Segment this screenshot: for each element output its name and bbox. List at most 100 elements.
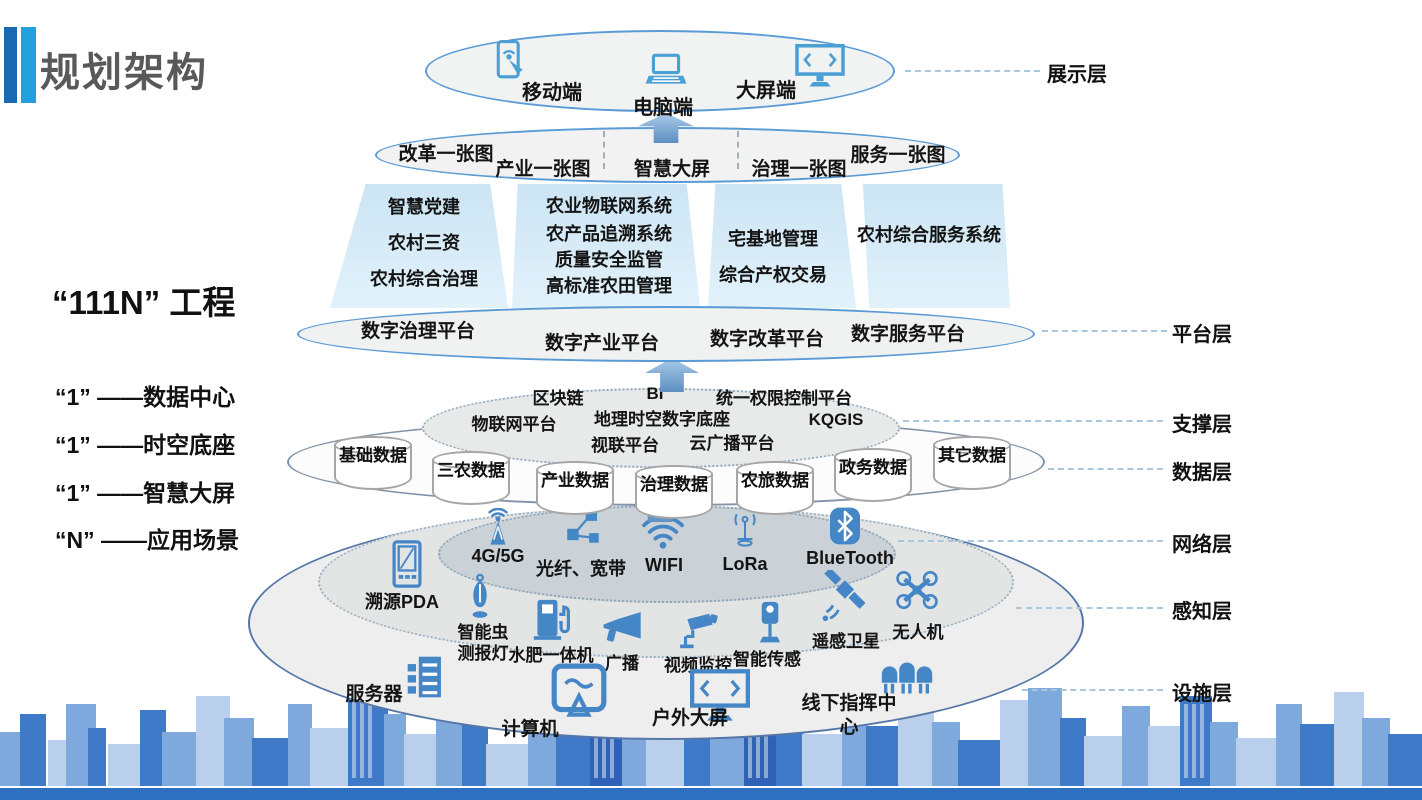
leader-perception (1016, 607, 1163, 609)
leader-support (903, 420, 1163, 422)
data-cylinder: 其它数据 (933, 436, 1013, 492)
loudspeaker-icon (603, 612, 641, 642)
platform-item: 数字产业平台 (544, 333, 660, 354)
large-screen-icon (795, 44, 845, 87)
support-item-cloud-broadcast: 云广播平台 (689, 434, 775, 453)
smart-sensor-icon (759, 601, 781, 643)
data-cylinder: 基础数据 (334, 436, 414, 492)
layer-label-support: 支撑层 (1172, 414, 1232, 436)
layer-label-platform: 平台层 (1172, 324, 1232, 346)
app-item: 农村三资 (388, 233, 460, 253)
page-title: 规划架构 (40, 51, 208, 95)
support-item-permission-platform: 统一权限控制平台 (716, 389, 852, 408)
platform-item: 数字治理平台 (360, 321, 476, 342)
perception-item-label: 智能传感 (733, 650, 801, 669)
platform-item: 数字改革平台 (709, 329, 825, 350)
app-item: 农村综合治理 (370, 269, 478, 289)
app-item: 智慧党建 (388, 197, 460, 217)
map-item: 服务一张图 (850, 145, 946, 166)
leader-display (905, 70, 1040, 72)
data-cylinder: 农旅数据 (736, 461, 816, 517)
app-item: 综合产权交易 (719, 265, 827, 285)
leader-network (898, 540, 1163, 542)
network-item-label: 光纤、宽带 (536, 559, 626, 579)
project-item-spatiotemporal-base: “1” ——时空底座 (55, 432, 236, 458)
platform-layer-ellipse (297, 306, 1035, 362)
perception-item-label: 无人机 (892, 623, 944, 642)
cctv-camera-icon (680, 613, 718, 649)
map-item: 产业一张图 (495, 159, 591, 180)
app-item: 农产品追溯系统 (546, 224, 672, 244)
perception-item-label: 溯源PDA (364, 592, 440, 612)
leader-facility (1022, 689, 1163, 691)
display-item-label: 电脑端 (633, 97, 693, 119)
command-center-icon (881, 662, 933, 694)
perception-item-label: 广播 (605, 654, 639, 673)
support-item-geo-base: 地理时空数字底座 (594, 410, 730, 429)
perception-item-label: 水肥一体机 (508, 646, 594, 665)
project-item-data-center: “1” ——数据中心 (55, 384, 236, 410)
map-divider (737, 131, 739, 169)
bluetooth-icon (830, 507, 860, 545)
network-item-label: BlueTooth (806, 548, 894, 568)
perception-item-label: 遥感卫星 (812, 632, 880, 651)
app-item: 农业物联网系统 (546, 196, 672, 216)
display-item-label: 移动端 (522, 82, 582, 104)
data-cylinder: 政务数据 (834, 448, 914, 504)
network-item-label: 4G/5G (471, 546, 525, 566)
project-item-smart-screen: “1” ——智慧大屏 (55, 480, 236, 506)
leader-data (1048, 468, 1163, 470)
fiber-network-icon (567, 509, 599, 543)
laptop-icon (645, 53, 687, 84)
data-cylinder: 产业数据 (536, 461, 616, 517)
app-item: 宅基地管理 (728, 229, 818, 249)
fertigation-machine-icon (533, 599, 570, 640)
layer-label-data: 数据层 (1172, 462, 1232, 484)
project-item-app-scenarios: “N” ——应用场景 (55, 527, 239, 553)
app-item: 高标准农田管理 (546, 276, 672, 296)
facility-item-label: 服务器 (345, 684, 403, 705)
project-title: “111N” 工程 (52, 284, 236, 321)
layer-label-facility: 设施层 (1172, 683, 1232, 705)
perception-item-label: 智能虫测报灯 (457, 623, 509, 664)
support-item-video-platform: 视联平台 (591, 436, 659, 455)
server-icon (407, 656, 441, 698)
application-beam (863, 184, 1010, 308)
application-beam (512, 184, 701, 308)
title-accent-bar-light (21, 27, 36, 103)
layer-label-perception: 感知层 (1172, 601, 1232, 623)
mobile-phone-icon (496, 40, 523, 79)
satellite-icon (822, 570, 866, 622)
map-item: 智慧大屏 (633, 159, 711, 180)
network-item-label: LoRa (722, 554, 768, 574)
facility-item-label: 计算机 (501, 719, 559, 740)
facility-item-label: 户外大屏 (651, 708, 729, 729)
network-item-label: WIFI (645, 555, 683, 575)
support-item-blockchain: 区块链 (532, 389, 584, 408)
pda-icon (392, 540, 422, 588)
support-item-iot-platform: 物联网平台 (471, 415, 557, 434)
map-item: 治理一张图 (751, 159, 847, 180)
data-cylinder: 治理数据 (635, 465, 715, 521)
map-divider (603, 131, 605, 169)
data-cylinder: 三农数据 (432, 451, 512, 507)
application-beam (708, 184, 856, 308)
layer-label-display: 展示层 (1047, 64, 1107, 86)
platform-item: 数字服务平台 (850, 324, 966, 345)
app-item: 农村综合服务系统 (857, 225, 1001, 245)
layer-label-network: 网络层 (1172, 534, 1232, 556)
display-item-label: 大屏端 (736, 80, 796, 102)
lora-antenna-icon (734, 513, 756, 547)
leader-platform (1042, 330, 1167, 332)
title-accent-bar-dark (4, 27, 17, 103)
map-item: 改革一张图 (398, 144, 494, 165)
support-item-kqgis: KQGIS (808, 410, 864, 429)
cellular-antenna-icon (487, 508, 509, 545)
app-item: 质量安全监管 (555, 250, 663, 270)
facility-item-label: 线下指挥中心 (801, 693, 897, 738)
drone-icon (896, 570, 938, 610)
support-item-bi: BI (646, 384, 664, 403)
bottom-accent-bar (0, 788, 1422, 800)
insect-lamp-icon (472, 573, 488, 618)
